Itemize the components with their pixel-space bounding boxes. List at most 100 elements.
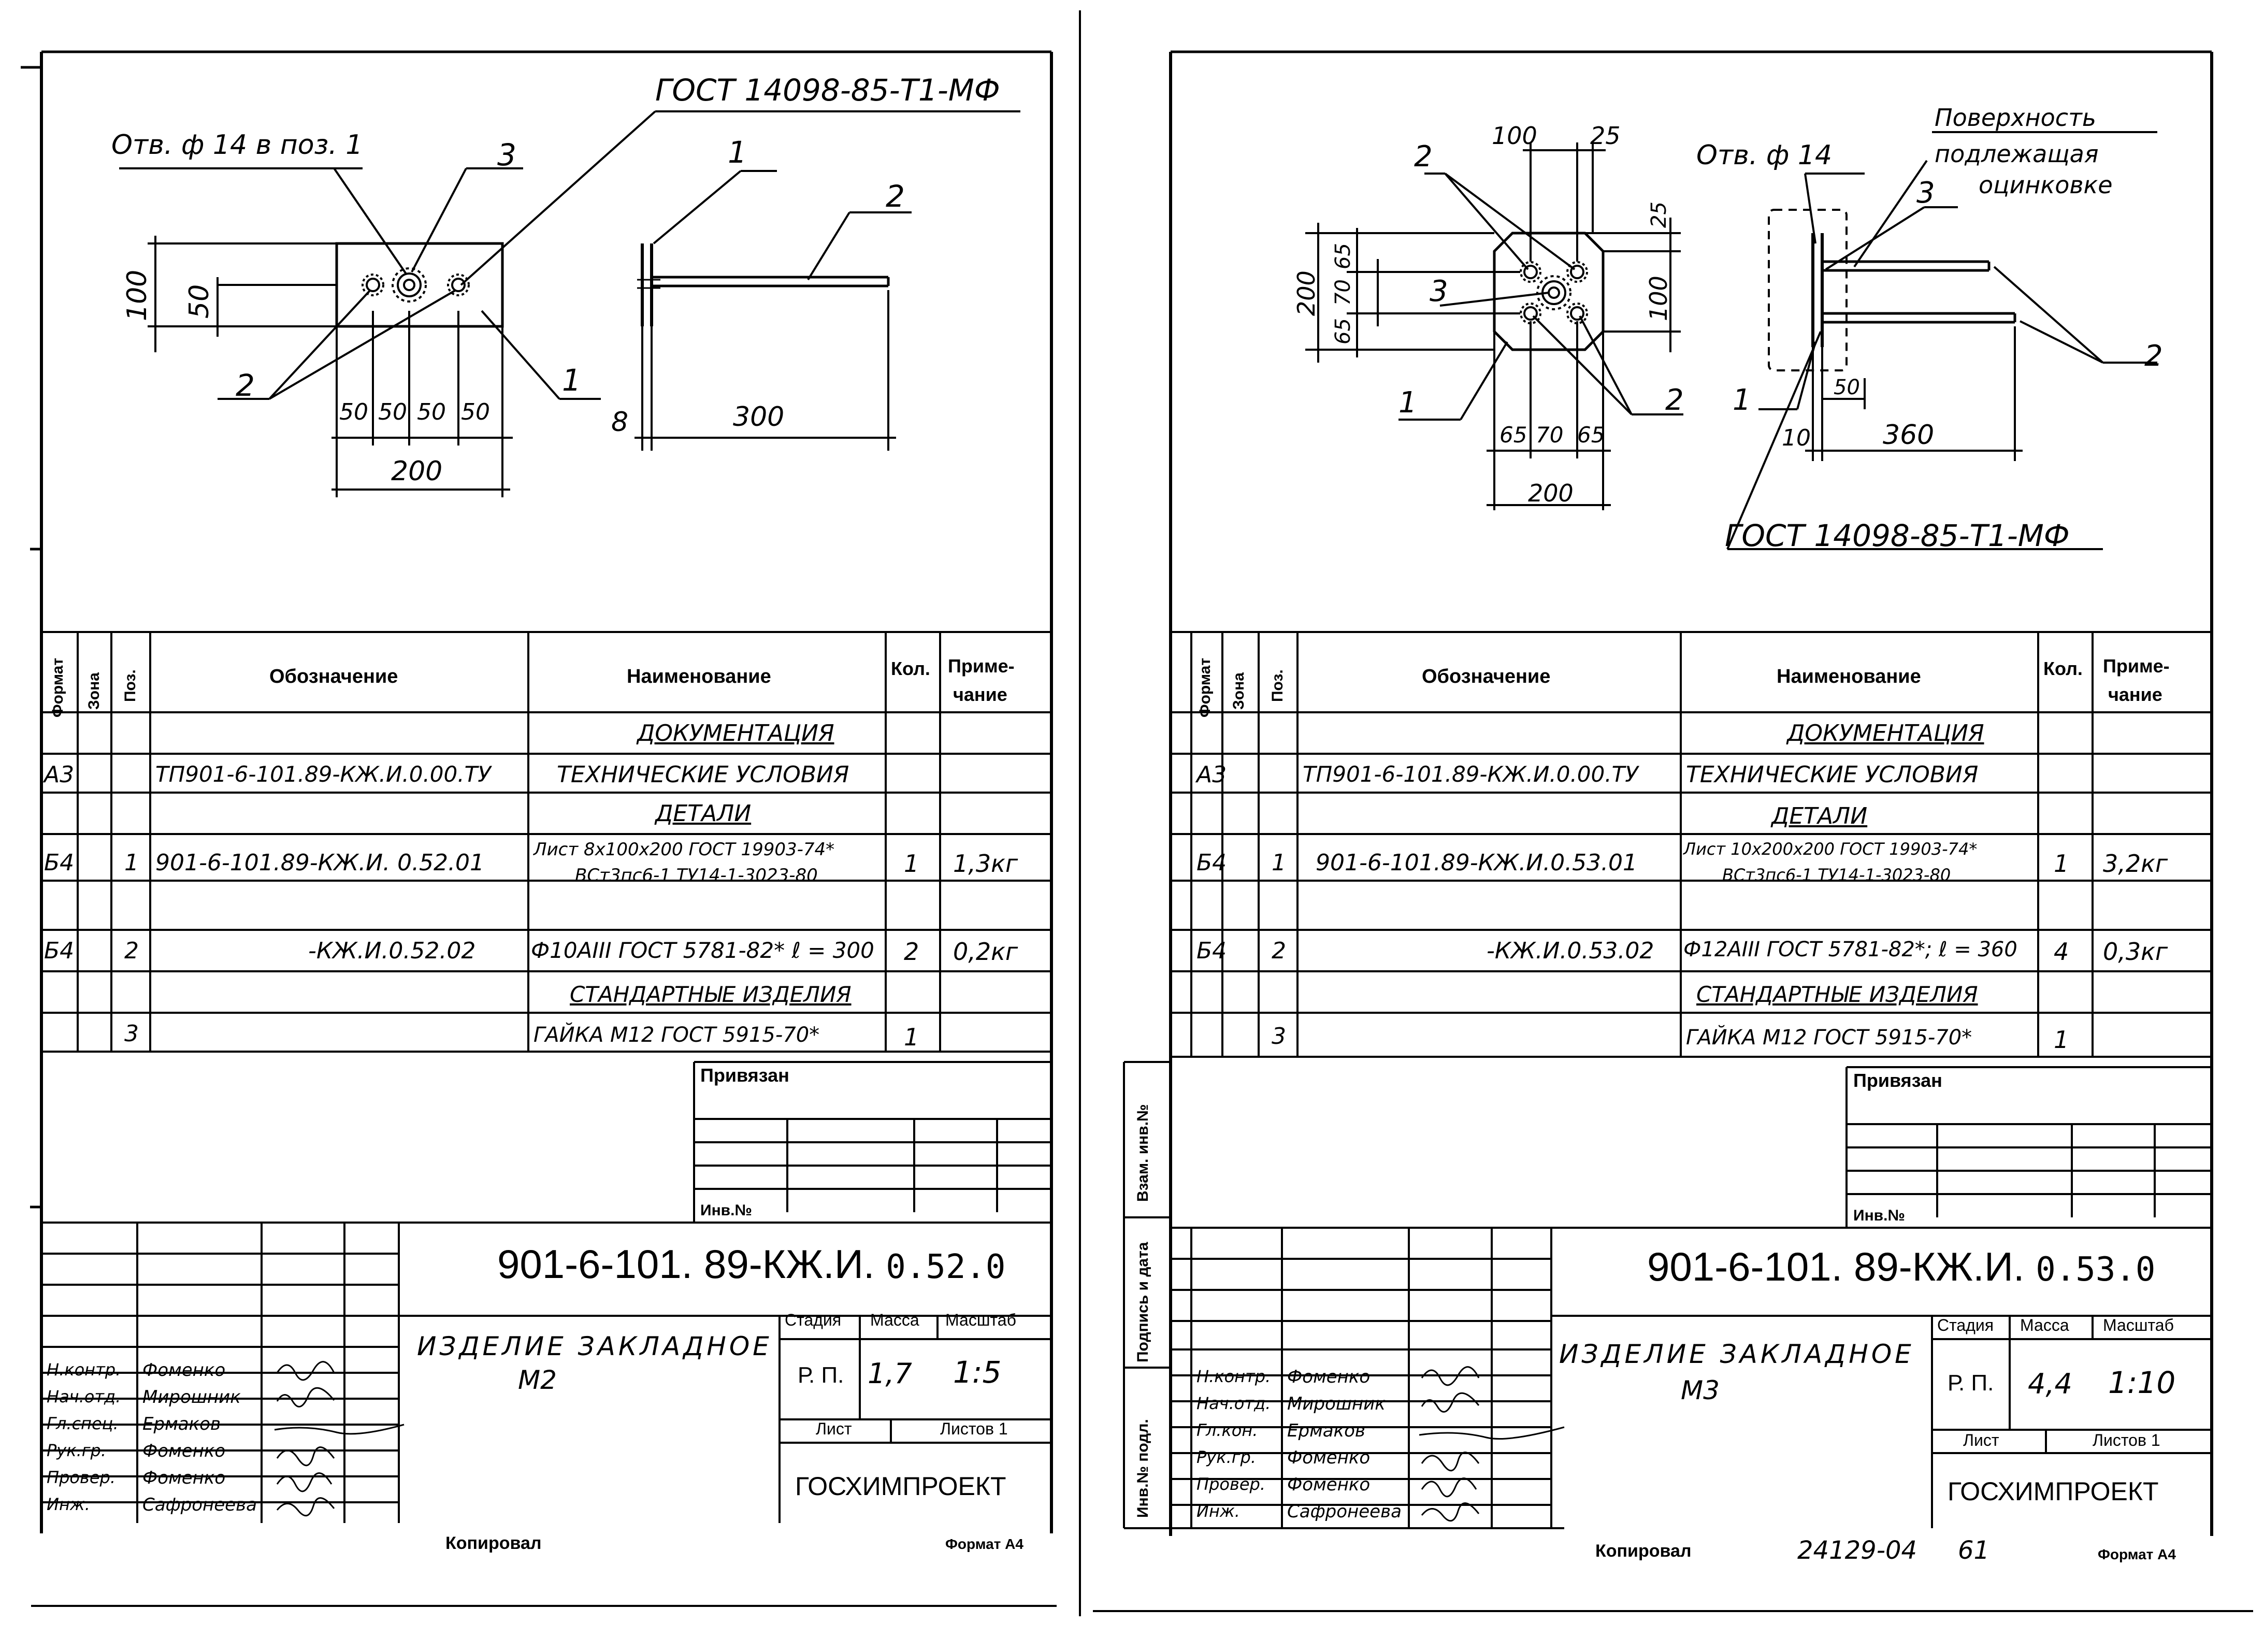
pos-label-2-plan: 2 xyxy=(1414,140,1433,174)
role: Рук.гр. xyxy=(1196,1447,1257,1467)
col-note-2: чание xyxy=(953,684,1007,705)
col-name: Наименование xyxy=(1777,666,1921,687)
col-qty: Кол. xyxy=(891,658,930,679)
spec-row-name: ГАЙКА М12 ГОСТ 5915-70* xyxy=(1686,1026,1972,1050)
spec-row-designation: ТП901-6-101.89-КЖ.И.0.00.ТУ xyxy=(155,762,491,787)
inv-label: Инв.№ xyxy=(1853,1207,1905,1224)
sheet-label: Лист xyxy=(1963,1431,1999,1449)
col-pos: Поз. xyxy=(1269,669,1286,702)
dim-65-vert: 65 xyxy=(1331,318,1355,344)
item-mark: М3 xyxy=(1681,1375,1720,1405)
document-code-main: 901-6-101. 89-КЖ.И. xyxy=(1647,1244,2025,1289)
role: Н.контр. xyxy=(47,1360,121,1380)
spec-row-note: 0,2кг xyxy=(953,938,1018,966)
right-signatures xyxy=(1419,1366,1565,1522)
dim-65-bottom-b: 65 xyxy=(1577,422,1605,448)
gost-callout: ГОСТ 14098-85-Т1-МФ xyxy=(1725,518,2070,553)
person-name: Ермаков xyxy=(1287,1420,1365,1441)
inv-label: Инв.№ xyxy=(700,1202,752,1219)
spec-row-pos: 2 xyxy=(124,938,139,964)
pos-label-3: 3 xyxy=(497,137,516,173)
pos-label-2-plan: 2 xyxy=(236,368,255,403)
document-code-main: 901-6-101. 89-КЖ.И. xyxy=(497,1241,875,1287)
sheets-label: Листов 1 xyxy=(940,1419,1008,1438)
mass-label: Масса xyxy=(870,1311,919,1329)
spec-row-section: ДОКУМЕНТАЦИЯ xyxy=(637,720,834,746)
pos-label-3-plan: 3 xyxy=(1430,275,1448,308)
dim-200-bottom: 200 xyxy=(1528,479,1574,507)
role: Гл.спец. xyxy=(47,1414,119,1433)
person-name: Ермаков xyxy=(142,1414,221,1434)
scale-label: Масштаб xyxy=(2103,1316,2174,1334)
spec-row-section: ДОКУМЕНТАЦИЯ xyxy=(1787,720,1984,746)
right-drawing xyxy=(1305,131,2157,550)
left-signatures xyxy=(274,1361,405,1517)
spec-row-pos: 1 xyxy=(124,850,139,876)
organization: ГОСХИМПРОЕКТ xyxy=(1948,1477,2159,1506)
dim-200: 200 xyxy=(391,456,443,487)
dim-8: 8 xyxy=(611,407,629,438)
spec-row-note: 3,2кг xyxy=(2103,850,2168,878)
hole-note: Отв. ф 14 в поз. 1 xyxy=(111,130,363,161)
spec-row-format: Б4 xyxy=(1196,850,1227,876)
stage-value: Р. П. xyxy=(798,1362,844,1388)
spec-row-designation: -КЖ.И.0.52.02 xyxy=(308,938,476,964)
role: Инж. xyxy=(47,1495,90,1514)
spec-row-format: А3 xyxy=(44,762,75,788)
person-name: Фоменко xyxy=(1287,1367,1371,1387)
person-name: Сафронеева xyxy=(142,1495,257,1515)
copied-label: Копировал xyxy=(445,1533,542,1553)
sheets-label: Листов 1 xyxy=(2093,1431,2160,1449)
spec-row-pos: 2 xyxy=(1272,938,1286,964)
spec-row-section: ДЕТАЛИ xyxy=(655,800,752,827)
left-title-block-grid xyxy=(40,1061,1051,1523)
document-code: 901-6-101. 89-КЖ.И. 0.53.0 xyxy=(1647,1243,2155,1290)
dim-100-top: 100 xyxy=(1492,122,1537,150)
mass-label: Масса xyxy=(2020,1316,2069,1334)
spec-row-designation: 901-6-101.89-КЖ.И.0.53.01 xyxy=(1316,850,1638,876)
dim-360: 360 xyxy=(1883,420,1935,451)
spec-row-format: Б4 xyxy=(44,938,75,964)
person-name: Фоменко xyxy=(142,1441,226,1461)
col-note-1: Приме- xyxy=(948,655,1015,677)
person-name: Мирошник xyxy=(142,1387,241,1407)
spec-row-qty: 2 xyxy=(904,938,919,966)
spec-row-pos: 1 xyxy=(1272,850,1286,876)
pos-label-2-side: 2 xyxy=(886,179,905,214)
pos-label-1-side: 1 xyxy=(1733,383,1751,417)
archive-number: 24129-04 xyxy=(1797,1536,1917,1565)
dim-50: 50 xyxy=(1834,376,1860,399)
dim-50-b: 50 xyxy=(378,399,407,425)
surface-note: Поверхность xyxy=(1935,104,2096,132)
left-spec-grid xyxy=(41,631,1051,1053)
spec-row-format: Б4 xyxy=(1196,938,1227,964)
side-label-replace-inv: Взам. инв.№ xyxy=(1134,1104,1151,1202)
plate-plan-view xyxy=(1493,232,1605,351)
dim-70-vert: 70 xyxy=(1331,279,1355,306)
organization: ГОСХИМПРОЕКТ xyxy=(795,1472,1006,1501)
scale-value: 1:10 xyxy=(2108,1365,2176,1400)
spec-row-name: Лист 8х100х200 ГОСТ 19903-74* xyxy=(533,839,835,860)
dim-10: 10 xyxy=(1782,425,1811,451)
spec-row-name: Ф10АIII ГОСТ 5781-82* ℓ = 300 xyxy=(531,938,874,963)
spec-row-section: СТАНДАРТНЫЕ ИЗДЕЛИЯ xyxy=(570,982,852,1007)
spec-row-name: ТЕХНИЧЕСКИЕ УСЛОВИЯ xyxy=(1686,762,1979,788)
scale-label: Масштаб xyxy=(945,1311,1016,1329)
col-zone: Зона xyxy=(1230,672,1247,710)
mass-value: 4,4 xyxy=(2028,1368,2072,1400)
document-code: 901-6-101. 89-КЖ.И. 0.52.0 xyxy=(497,1241,1005,1288)
dim-300: 300 xyxy=(733,401,785,433)
stage-label: Стадия xyxy=(1937,1316,1994,1334)
role: Н.контр. xyxy=(1196,1367,1271,1386)
spec-row-qty: 4 xyxy=(2054,938,2069,966)
bound-label: Привязан xyxy=(700,1065,789,1086)
hole-note: Отв. ф 14 xyxy=(1696,140,1833,171)
col-designation: Обозначение xyxy=(269,666,398,687)
spec-row-format: А3 xyxy=(1196,762,1227,788)
pos-label-3-side: 3 xyxy=(1916,176,1935,210)
role: Инж. xyxy=(1196,1501,1240,1521)
format-label: Формат А4 xyxy=(2098,1546,2176,1562)
item-name: ИЗДЕЛИЕ ЗАКЛАДНОЕ xyxy=(417,1331,772,1361)
spec-row-qty: 1 xyxy=(2054,1026,2069,1054)
person-name: Фоменко xyxy=(1287,1447,1371,1468)
